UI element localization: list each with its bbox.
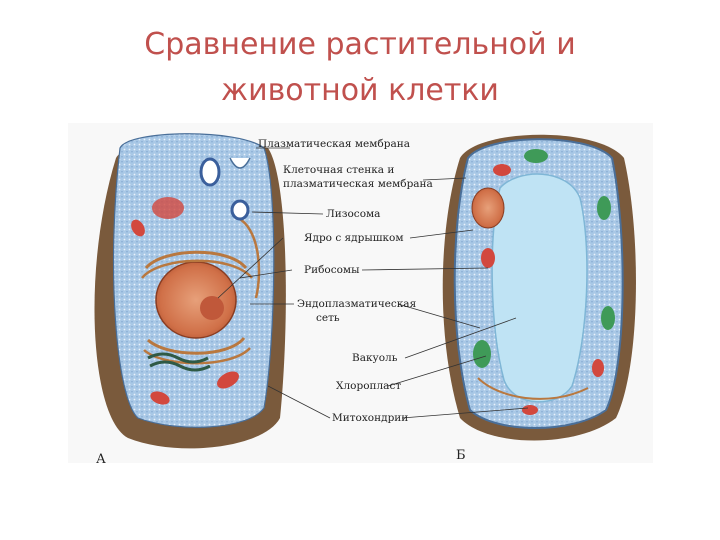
plant-cell	[442, 134, 636, 441]
label-plasma-membrane: Плазматическая мембрана	[258, 138, 410, 150]
label-mitochondria: Митохондрии	[332, 412, 409, 424]
slide-title-line-2: животной клетки	[221, 73, 499, 108]
cell-diagram-svg	[68, 118, 653, 483]
label-chloroplast: Хлоропласт	[336, 380, 402, 392]
label-cell-wall-line-2: плазматическая мембрана	[283, 178, 433, 190]
leader-lines	[217, 147, 529, 419]
label-er-line-1: Эндоплазматическая	[297, 298, 417, 310]
figure-letter-plant: Б	[456, 448, 466, 463]
cell-comparison-figure: Плазматическая мембрана Клеточная стенка…	[68, 118, 653, 483]
label-er-line-2: сеть	[316, 312, 340, 324]
label-vacuole: Вакуоль	[352, 352, 398, 364]
animal-cell	[94, 133, 286, 449]
slide-title-line-1: Сравнение растительной и	[144, 27, 576, 62]
figure-letter-animal: А	[96, 452, 106, 467]
label-nucleus: Ядро с ядрышком	[304, 232, 404, 244]
label-lysosome: Лизосома	[326, 208, 381, 220]
slide-title: Сравнение растительной и животной клетки	[0, 22, 720, 114]
label-cell-wall-line-1: Клеточная стенка и	[283, 164, 395, 176]
label-ribosomes: Рибосомы	[304, 264, 360, 276]
